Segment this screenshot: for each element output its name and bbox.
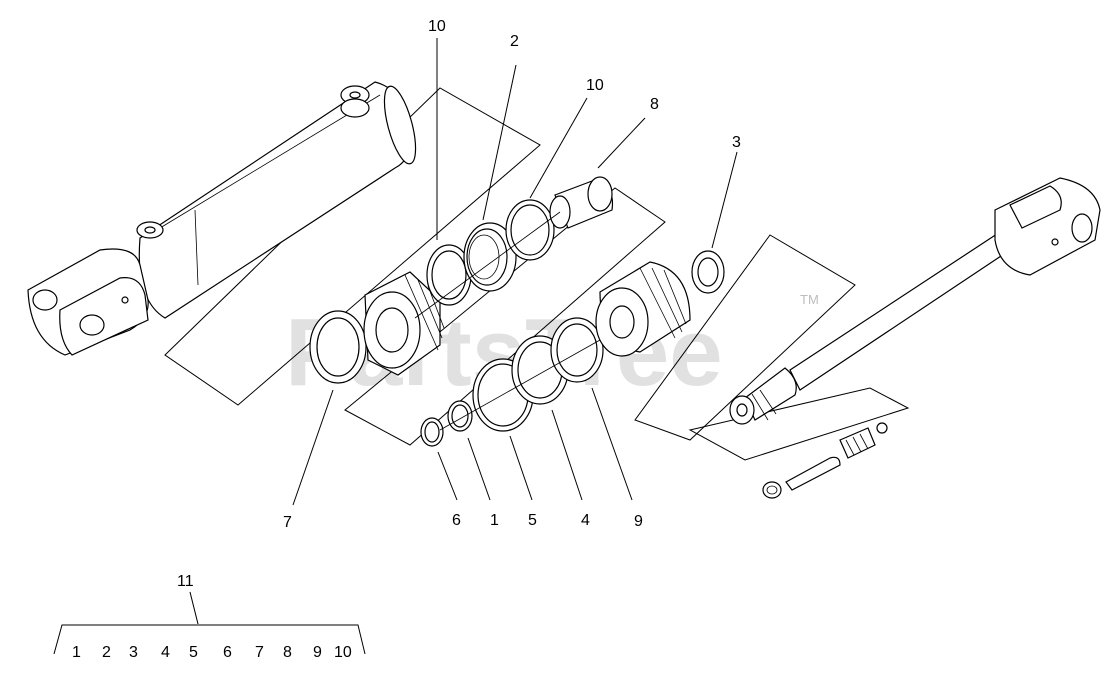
cylinder-barrel xyxy=(27,81,417,356)
kit-item-9: 9 xyxy=(313,644,322,661)
callout-1: 1 xyxy=(490,512,499,529)
kit-item-3: 3 xyxy=(129,644,138,661)
valve-assembly xyxy=(762,422,888,499)
kit-bracket xyxy=(53,624,366,655)
part-6-ring xyxy=(420,417,444,447)
callout-8: 8 xyxy=(650,96,659,113)
part-3-seal xyxy=(691,250,725,294)
callout-5: 5 xyxy=(528,512,537,529)
callout-10-upper-right: 10 xyxy=(586,77,604,94)
callout-11: 11 xyxy=(177,573,194,590)
kit-item-1: 1 xyxy=(72,644,81,661)
rod-plane xyxy=(634,234,856,441)
callout-2: 2 xyxy=(510,33,519,50)
piston xyxy=(595,261,691,357)
kit-item-6: 6 xyxy=(223,644,232,661)
callout-10-upper-left: 10 xyxy=(428,18,446,35)
callout-6: 6 xyxy=(452,512,461,529)
part-8-bushing xyxy=(414,176,614,319)
callout-3: 3 xyxy=(732,134,741,151)
part-2-seal xyxy=(463,222,517,292)
watermark-trademark: TM xyxy=(800,292,819,307)
kit-items: 1 2 3 4 5 6 7 8 9 10 xyxy=(72,644,352,661)
gland-body xyxy=(363,271,445,376)
kit-item-4: 4 xyxy=(161,644,170,661)
seal-centerline xyxy=(439,339,601,431)
kit-item-7: 7 xyxy=(255,644,264,661)
part-1-ring xyxy=(447,400,473,432)
valve-plane xyxy=(688,387,910,461)
part-10-oring-right xyxy=(505,199,555,261)
callout-4: 4 xyxy=(581,512,590,529)
leader-lines xyxy=(189,38,738,625)
callout-7: 7 xyxy=(283,514,292,531)
piston-rod xyxy=(729,177,1101,425)
kit-item-10: 10 xyxy=(334,644,352,661)
callout-9: 9 xyxy=(634,513,643,530)
kit-item-5: 5 xyxy=(189,644,198,661)
part-7-seal xyxy=(309,310,367,384)
kit-item-8: 8 xyxy=(283,644,292,661)
part-9-ring xyxy=(550,317,604,383)
seal-plane xyxy=(344,187,666,446)
kit-item-2: 2 xyxy=(102,644,111,661)
